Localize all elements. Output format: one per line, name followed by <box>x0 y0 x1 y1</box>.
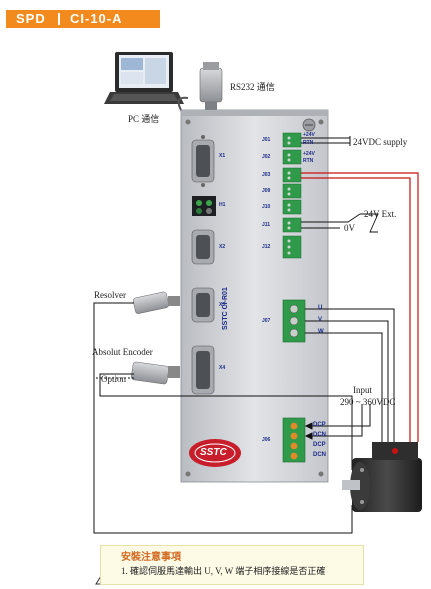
x4-connector <box>191 345 215 395</box>
pin-p24: +24V <box>303 132 315 138</box>
option-label: Option <box>101 374 127 384</box>
pc-label: PC 通信 <box>128 114 160 124</box>
sstc-logo <box>189 439 241 467</box>
j06-terminal <box>282 417 306 463</box>
pin-w: W <box>318 329 324 335</box>
x1-connector <box>191 135 215 187</box>
ext-label: 24V Ext. <box>364 209 397 219</box>
supply-label: 24VDC supply <box>353 137 408 147</box>
j07-label: J07 <box>262 318 271 324</box>
j12-label: J12 <box>262 244 271 250</box>
pin-dcp-1: DCP <box>313 422 326 428</box>
rs232-label: RS232 通信 <box>230 82 275 92</box>
x3-connector <box>191 287 215 323</box>
j06-label: J06 <box>262 437 271 443</box>
model-text: CI-10-A <box>70 11 123 26</box>
x3-label: X3 <box>219 302 226 308</box>
resolver-label: Resolver <box>94 290 126 300</box>
x1-label: X1 <box>219 153 226 159</box>
pin-dcn-2: DCN <box>313 452 326 458</box>
pin-rtnb: RTN <box>303 158 314 164</box>
j11-label: J11 <box>262 222 271 228</box>
terminal-blocks-top <box>282 132 302 259</box>
model-badge: SPD CI-10-A <box>6 10 160 28</box>
j09-label: J09 <box>262 188 271 194</box>
brand-text: SPD <box>16 11 46 26</box>
j01-label: J01 <box>262 137 271 143</box>
h1-display <box>192 196 216 216</box>
rs232-plug-icon <box>177 62 223 117</box>
j03-label: J03 <box>262 172 271 178</box>
input-label: Input <box>353 385 372 395</box>
warning-text: 1. 確認伺服馬達輸出 U, V, W 端子相序接線是否正確 <box>121 566 326 576</box>
pin-dcn-1: DCN <box>313 432 326 438</box>
input-range-label: 290 ~ 360VDC <box>340 397 396 407</box>
red-wires <box>301 172 419 442</box>
device-model: SSTC CI-R01 <box>222 287 229 330</box>
feedback-cables <box>93 302 353 534</box>
encoder-plug-icon <box>131 361 180 385</box>
j07-terminal <box>282 299 306 343</box>
x2-connector <box>191 229 215 265</box>
encoder-label: Absolut Encoder <box>92 347 153 357</box>
h1-label: H1 <box>219 202 226 208</box>
supply-wires <box>301 136 351 146</box>
pin-rtn: RTN <box>303 140 314 146</box>
zero-volt-label: 0V <box>344 223 355 233</box>
ext-wires <box>301 213 379 233</box>
resolver-plug-icon <box>132 291 180 314</box>
device-logo-text: SSTC <box>200 447 227 458</box>
dc-input-arrows <box>304 404 371 440</box>
x4-label: X4 <box>219 365 226 371</box>
x2-label: X2 <box>219 244 226 250</box>
badge-separator <box>58 13 60 25</box>
pin-u: U <box>318 305 323 311</box>
j02-label: J02 <box>262 154 271 160</box>
pin-v: V <box>318 317 323 323</box>
servo-motor-icon <box>342 442 422 512</box>
warning-title: 安裝注意事項 <box>121 552 181 563</box>
pin-dcp-2: DCP <box>313 442 326 448</box>
pin-p24b: +24V <box>303 151 315 157</box>
laptop-icon <box>104 52 184 104</box>
warning-box: 安裝注意事項 1. 確認伺服馬達輸出 U, V, W 端子相序接線是否正確 <box>100 545 364 585</box>
uvw-wires <box>305 308 395 442</box>
j10-label: J10 <box>262 204 271 210</box>
